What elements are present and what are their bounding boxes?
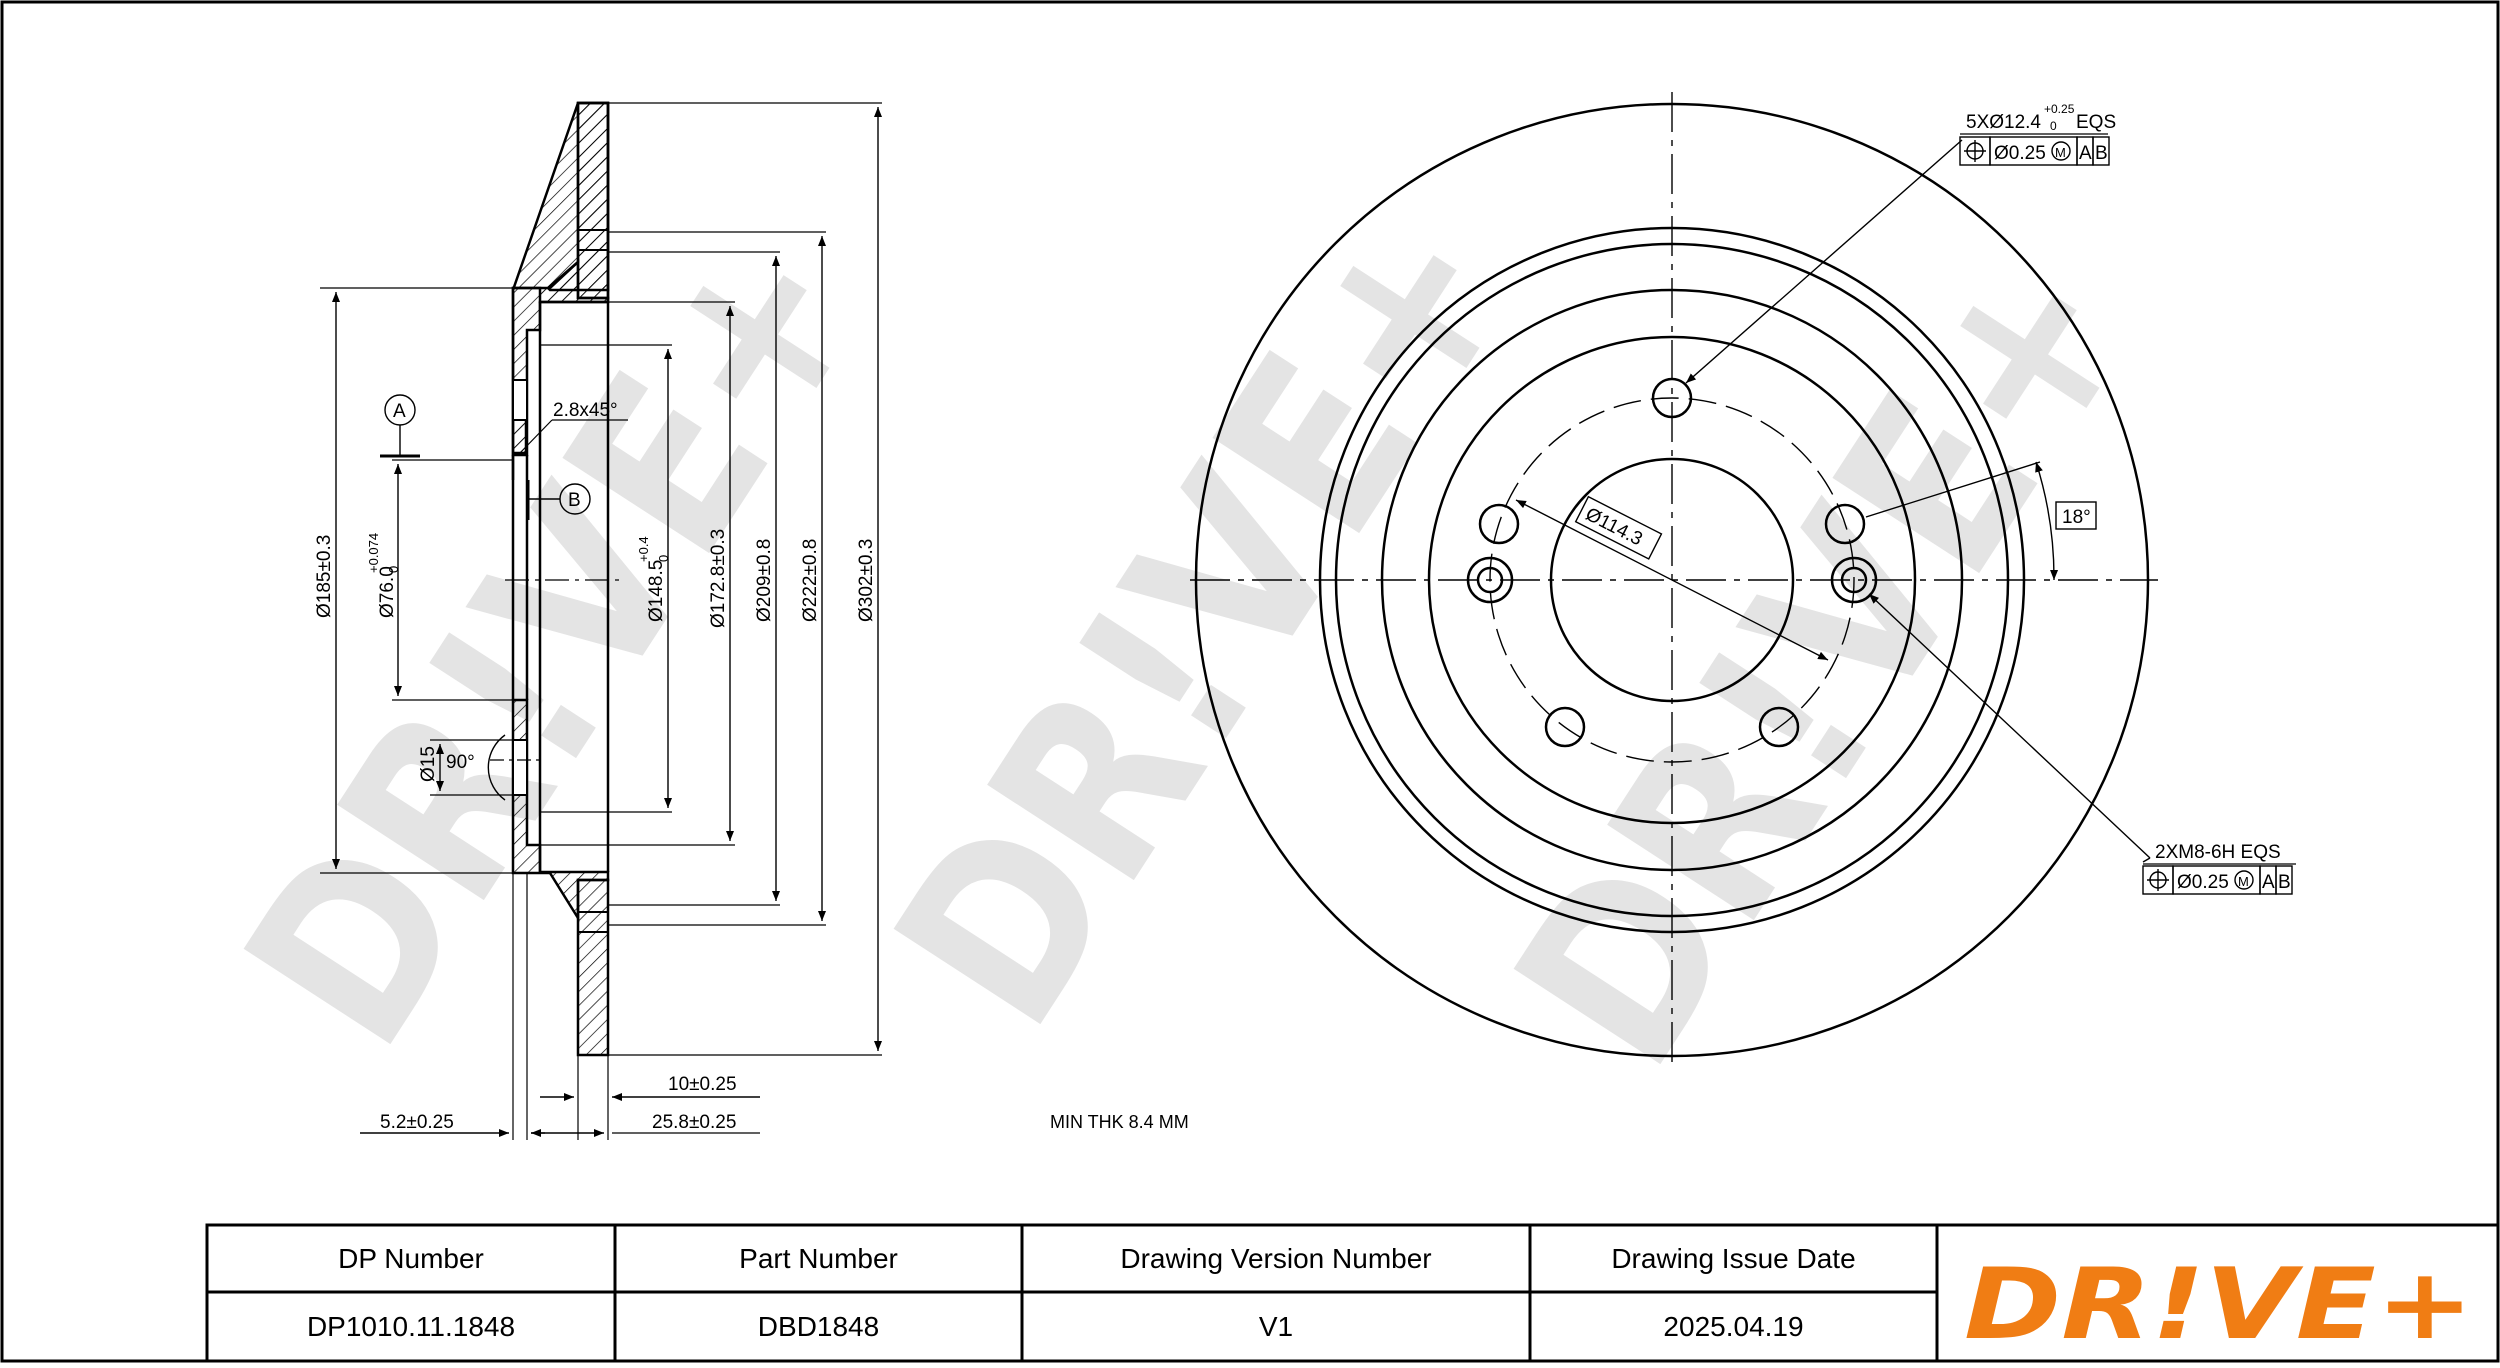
- feature-frame-top: [1959, 136, 2110, 166]
- dim-d209: Ø209±0.8: [754, 539, 775, 622]
- value-dp-number: DP1010.11.1848: [306, 1310, 516, 1342]
- datum-a-label: A: [393, 401, 406, 422]
- bolt-callout: 5XØ12.4: [1966, 112, 2041, 133]
- dim-d148: Ø148.5: [646, 560, 667, 622]
- bolt-tol-lower: 0: [2050, 119, 2057, 133]
- header-part-number: Part Number: [739, 1242, 898, 1274]
- dim-d76-tol-low: 0: [386, 566, 401, 573]
- header-dp-number: DP Number: [338, 1242, 484, 1274]
- frame-bottom-datum-a: A: [2262, 872, 2275, 893]
- dim-t5: 5.2±0.25: [380, 1112, 454, 1133]
- dim-d76: Ø76.0: [377, 566, 398, 618]
- frame-bottom-tol: Ø0.25: [2177, 872, 2229, 893]
- bolt-tol-upper: +0.25: [2044, 102, 2075, 116]
- watermark-right: DR!VE+: [1463, 204, 2188, 1111]
- value-issue-date: 2025.04.19: [1663, 1310, 1804, 1342]
- front-view: [1190, 92, 2158, 1068]
- dim-d185: Ø185±0.3: [314, 535, 335, 618]
- watermark-group: DR!VE+ DR!VE+ DR!VE+: [193, 164, 2188, 1111]
- thread-callout: 2XM8-6H EQS: [2155, 842, 2281, 863]
- hat-wall-bottom: [511, 698, 610, 923]
- side-view-labels: Ø185±0.3 Ø76.0 +0.074 0 Ø148.5 +0.4 0 Ø1…: [314, 400, 1189, 1133]
- dim-chamfer: 2.8x45°: [553, 400, 618, 421]
- dim-d148-tol-up: +0.4: [636, 536, 651, 562]
- dim-d148-tol-low: 0: [656, 555, 671, 562]
- dim-d15: Ø15: [418, 746, 439, 782]
- dim-d222: Ø222±0.8: [800, 539, 821, 622]
- dim-d76-tol-up: +0.074: [366, 533, 381, 573]
- dim-d302: Ø302±0.3: [856, 539, 877, 622]
- title-block-grid: [205, 1223, 2500, 1363]
- angle-label: 18°: [2062, 507, 2091, 528]
- logo-text: DR!VE+: [1964, 1248, 2474, 1362]
- value-part-number: DBD1848: [757, 1310, 880, 1342]
- frame-top-mod: M: [2055, 145, 2066, 160]
- bolt-eqs: EQS: [2076, 112, 2116, 133]
- frame-bottom-mod: M: [2238, 874, 2249, 889]
- frame-top-datum-a: A: [2079, 143, 2092, 164]
- watermark-left: DR!VE+: [193, 184, 918, 1091]
- frame-top-tol: Ø0.25: [1994, 143, 2046, 164]
- datum-b-label: B: [568, 490, 581, 511]
- header-drawing-version: Drawing Version Number: [1120, 1242, 1432, 1274]
- dim-t25: 25.8±0.25: [652, 1112, 736, 1133]
- dim-angle90: 90°: [446, 752, 475, 773]
- rotor-ring-bottom: [576, 878, 610, 1057]
- frame-bottom-datum-b: B: [2278, 872, 2291, 893]
- pcd-label: Ø114.3: [1582, 504, 1646, 550]
- feature-frame-bottom: [2142, 865, 2293, 895]
- front-view-labels: 5XØ12.4 +0.25 0 EQS Ø0.25 M A B 2XM8-6H …: [1574, 102, 2296, 895]
- dim-t10: 10±0.25: [668, 1074, 737, 1095]
- min-thk-label: MIN THK 8.4 MM: [1050, 1112, 1189, 1132]
- rotor-ring-top: [576, 101, 610, 300]
- value-drawing-version: V1: [1258, 1310, 1294, 1342]
- side-section-view: [320, 101, 882, 1140]
- frame-top-datum-b: B: [2095, 143, 2108, 164]
- dim-d172: Ø172.8±0.3: [708, 529, 729, 628]
- header-issue-date: Drawing Issue Date: [1611, 1242, 1856, 1274]
- drive-logo: DR!VE+: [1964, 1248, 2474, 1362]
